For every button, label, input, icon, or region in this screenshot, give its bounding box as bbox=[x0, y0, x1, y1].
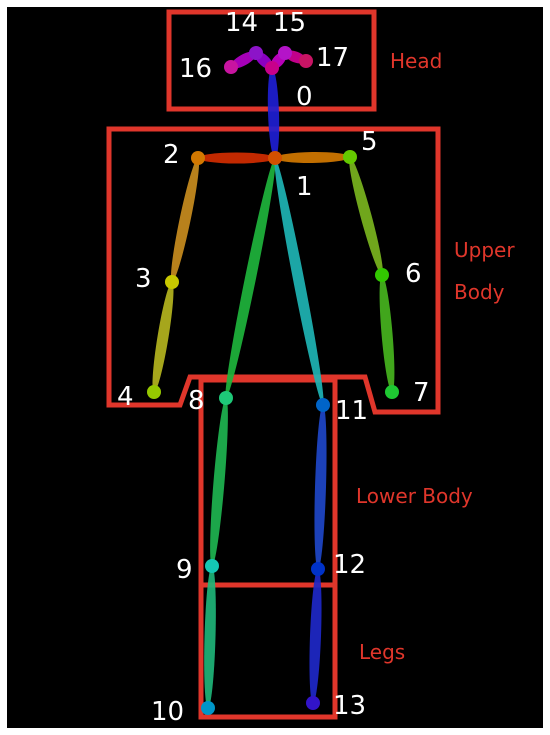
joint-12 bbox=[311, 562, 325, 576]
region-outline-upper-body bbox=[106, 126, 441, 415]
joint-16 bbox=[224, 60, 238, 74]
joint-7 bbox=[385, 385, 399, 399]
keypoint-label-8: 8 bbox=[188, 386, 205, 416]
joint-0 bbox=[265, 61, 279, 75]
joint-14 bbox=[249, 46, 263, 60]
keypoint-label-0: 0 bbox=[296, 82, 313, 112]
keypoint-label-15: 15 bbox=[273, 8, 306, 38]
bone-1-8 bbox=[225, 157, 276, 399]
bone-1-2 bbox=[198, 152, 275, 164]
keypoint-label-1: 1 bbox=[296, 172, 313, 202]
bone-1-5 bbox=[274, 151, 351, 164]
region-label-legs: Legs bbox=[359, 640, 405, 664]
joint-9 bbox=[205, 559, 219, 573]
joint-8 bbox=[219, 391, 233, 405]
bone-5-6 bbox=[349, 156, 383, 276]
joint-11 bbox=[316, 398, 330, 412]
keypoint-label-17: 17 bbox=[316, 43, 349, 73]
bone-9-10 bbox=[204, 565, 216, 709]
joint-1 bbox=[268, 151, 282, 165]
region-outline-legs bbox=[198, 582, 338, 720]
region-label-upper-body-line-1: Upper bbox=[454, 238, 515, 262]
keypoint-label-12: 12 bbox=[333, 550, 366, 580]
bone-3-4 bbox=[152, 281, 174, 393]
keypoint-label-16: 16 bbox=[179, 54, 212, 84]
bone-2-3 bbox=[170, 157, 200, 283]
joint-13 bbox=[306, 696, 320, 710]
skeleton-joints bbox=[147, 46, 399, 715]
keypoint-label-13: 13 bbox=[333, 691, 366, 721]
bone-6-7 bbox=[379, 274, 395, 393]
bone-1-11 bbox=[274, 157, 324, 406]
joint-3 bbox=[165, 275, 179, 289]
keypoint-label-4: 4 bbox=[117, 382, 134, 412]
keypoint-label-14: 14 bbox=[225, 8, 258, 38]
region-label-lower-body: Lower Body bbox=[356, 484, 473, 508]
joint-6 bbox=[375, 268, 389, 282]
keypoint-label-9: 9 bbox=[176, 555, 193, 585]
joint-15 bbox=[278, 46, 292, 60]
keypoint-label-5: 5 bbox=[361, 127, 378, 157]
bone-1-0 bbox=[267, 67, 280, 159]
region-label-upper-body-line-2: Body bbox=[454, 280, 505, 304]
bone-12-13 bbox=[309, 568, 322, 704]
keypoint-label-11: 11 bbox=[335, 396, 368, 426]
bone-11-12 bbox=[314, 404, 327, 570]
region-label-head: Head bbox=[390, 49, 442, 73]
keypoint-label-10: 10 bbox=[151, 697, 184, 727]
bone-8-9 bbox=[210, 397, 228, 567]
joint-10 bbox=[201, 701, 215, 715]
keypoint-label-6: 6 bbox=[405, 259, 422, 289]
keypoint-label-3: 3 bbox=[135, 264, 152, 294]
joint-4 bbox=[147, 385, 161, 399]
keypoint-label-7: 7 bbox=[413, 378, 430, 408]
joint-2 bbox=[191, 151, 205, 165]
keypoint-label-2: 2 bbox=[163, 140, 180, 170]
joint-5 bbox=[343, 150, 357, 164]
joint-17 bbox=[299, 54, 313, 68]
